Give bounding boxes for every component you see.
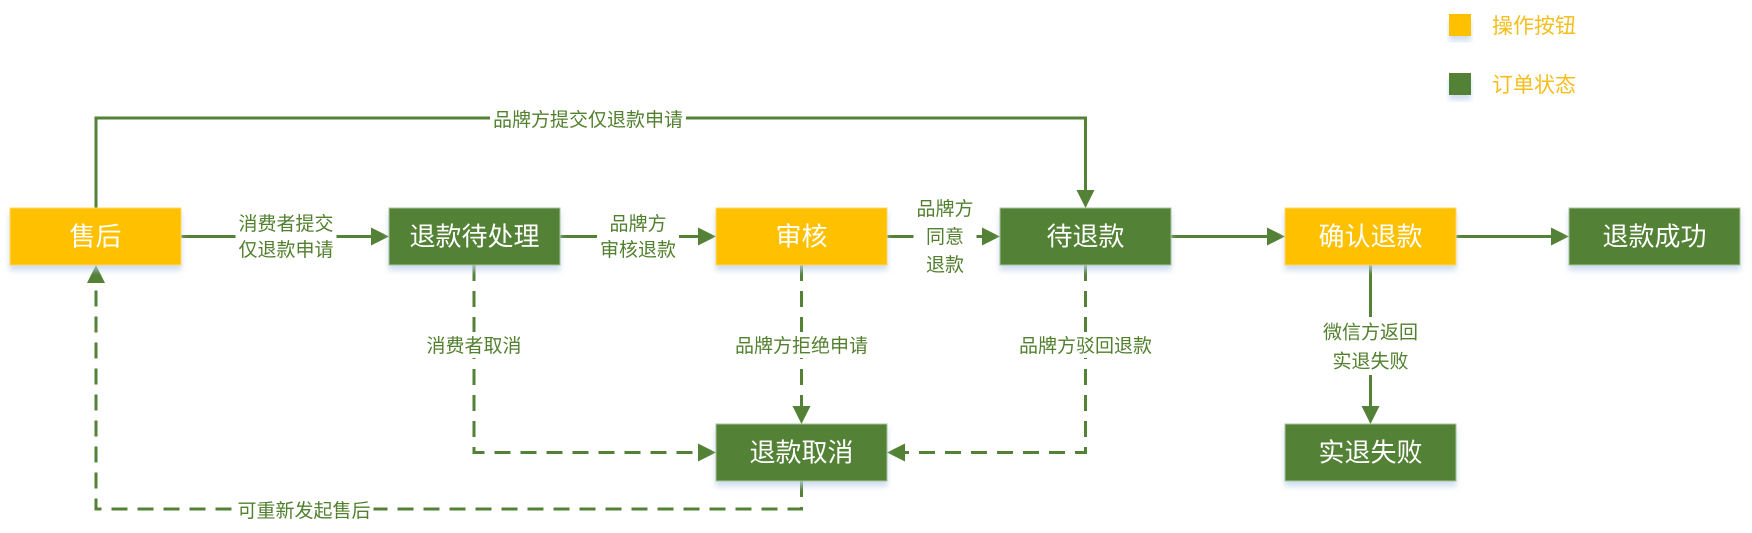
- node-pending-process[interactable]: 退款待处理: [388, 207, 561, 266]
- node-label: 售后: [69, 223, 121, 253]
- legend-item-status: 订单状态: [1449, 73, 1576, 97]
- node-confirm-refund[interactable]: 确认退款: [1284, 207, 1457, 266]
- edge-label-background: [234, 497, 374, 523]
- edge-label: 退款: [926, 254, 964, 276]
- edge-to-success: [1456, 227, 1569, 246]
- edge-line: [94, 283, 803, 511]
- node-box[interactable]: [999, 207, 1172, 266]
- edge-label: 实退失败: [1332, 351, 1408, 373]
- node-box[interactable]: [1284, 423, 1457, 482]
- node-box[interactable]: [715, 207, 888, 266]
- arrowhead-icon: [982, 227, 1000, 246]
- node-label: 退款取消: [749, 439, 853, 469]
- arrowhead-icon: [887, 443, 905, 462]
- edge-label: 品牌方拒绝申请: [735, 335, 868, 357]
- legend-label-status: 订单状态: [1492, 73, 1576, 97]
- legend: 操作按钮 订单状态: [1449, 14, 1576, 97]
- legend-swatch-action: [1449, 14, 1471, 36]
- edge-label: 消费者提交: [238, 213, 333, 235]
- edge-label-background: [490, 106, 686, 132]
- edge-label: 可重新发起售后: [237, 500, 370, 522]
- legend-swatch-status: [1449, 73, 1471, 95]
- node-refund-cancelled[interactable]: 退款取消: [715, 423, 888, 482]
- edge-to-confirm: [1171, 227, 1285, 246]
- edge-label-background: [423, 332, 525, 358]
- edge-line: [905, 265, 1087, 454]
- node-label: 退款成功: [1602, 223, 1706, 253]
- edge-label: 品牌方驳回退款: [1019, 335, 1152, 357]
- node-refund-failed[interactable]: 实退失败: [1284, 423, 1457, 482]
- arrowhead-icon: [1361, 406, 1380, 424]
- edge-label-background: [1320, 317, 1421, 375]
- edge-label: 同意: [926, 226, 964, 248]
- node-box[interactable]: [1568, 207, 1741, 266]
- edge-label-background: [913, 194, 977, 278]
- edge-label: 微信方返回: [1323, 322, 1418, 344]
- node-after-sale[interactable]: 售后: [9, 207, 182, 266]
- node-box[interactable]: [715, 423, 888, 482]
- edge-label-background: [1016, 332, 1155, 358]
- edge-label: 品牌方提交仅退款申请: [493, 109, 683, 131]
- arrowhead-icon: [371, 227, 389, 246]
- edge-label-background: [732, 332, 871, 358]
- edge-brand-overrule: 品牌方驳回退款: [887, 265, 1155, 462]
- node-box[interactable]: [9, 207, 182, 266]
- edge-label: 仅退款申请: [238, 239, 333, 261]
- edge-label-background: [235, 210, 337, 262]
- arrowhead-icon: [1551, 227, 1569, 246]
- node-label: 待退款: [1046, 223, 1124, 253]
- edges: 品牌方提交仅退款申请消费者提交仅退款申请品牌方审核退款品牌方同意退款微信方返回实…: [87, 106, 1569, 523]
- node-label: 审核: [775, 223, 827, 253]
- arrowhead-icon: [698, 443, 716, 462]
- arrowhead-icon: [87, 265, 105, 283]
- edge-line: [472, 265, 698, 454]
- edge-label: 品牌方: [916, 198, 973, 220]
- node-pending-refund[interactable]: 待退款: [999, 207, 1172, 266]
- edge-label: 审核退款: [600, 239, 676, 261]
- legend-item-action: 操作按钮: [1449, 14, 1576, 38]
- edge-reapply: 可重新发起售后: [87, 265, 803, 523]
- node-label: 确认退款: [1318, 223, 1422, 253]
- node-label: 退款待处理: [409, 223, 539, 253]
- node-box[interactable]: [1284, 207, 1457, 266]
- edge-brand-refund-only: 品牌方提交仅退款申请: [94, 106, 1095, 208]
- node-box[interactable]: [388, 207, 561, 266]
- legend-label-action: 操作按钮: [1492, 14, 1576, 38]
- node-review[interactable]: 审核: [715, 207, 888, 266]
- arrowhead-icon: [1076, 190, 1095, 208]
- edge-label-background: [597, 210, 679, 262]
- node-refund-success[interactable]: 退款成功: [1568, 207, 1741, 266]
- node-label: 实退失败: [1318, 439, 1422, 469]
- arrowhead-icon: [1267, 227, 1285, 246]
- arrowhead-icon: [792, 406, 811, 424]
- arrowhead-icon: [698, 227, 716, 246]
- edge-brand-reject: 品牌方拒绝申请: [732, 265, 871, 424]
- edge-label: 消费者取消: [426, 335, 521, 357]
- edge-consumer-cancel: 消费者取消: [423, 265, 716, 462]
- edge-label: 品牌方: [609, 213, 666, 235]
